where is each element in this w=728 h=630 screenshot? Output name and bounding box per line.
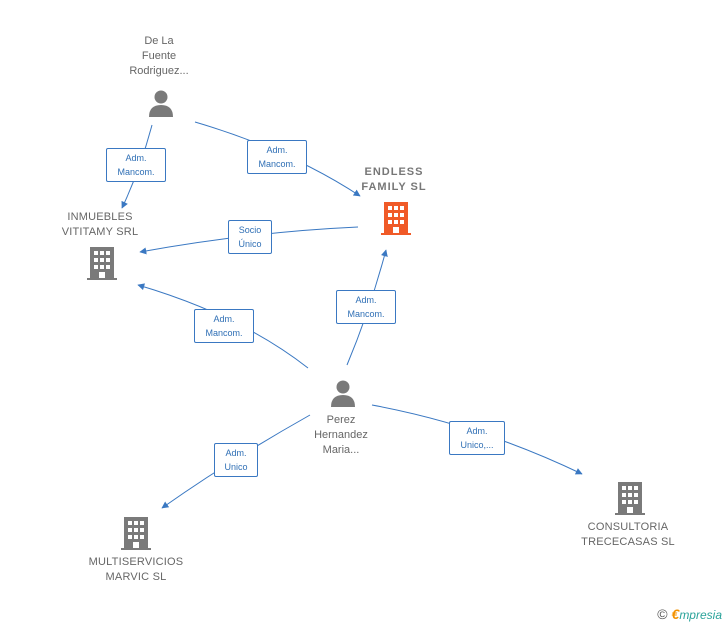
node-label-consultoria-trececasas[interactable]: CONSULTORIA TRECECASAS SL — [581, 521, 675, 548]
edge-label-perez-multiservicios[interactable]: Adm. Unico — [214, 443, 258, 477]
edge-label-de-la-fuente-inmuebles[interactable]: Adm. Mancom. — [106, 148, 166, 182]
node-label-de-la-fuente[interactable]: De La Fuente Rodriguez... — [129, 35, 189, 77]
node-label-endless-family[interactable]: ENDLESS FAMILY SL — [361, 166, 427, 193]
edge-label-endless-inmuebles[interactable]: Socio Único — [228, 220, 272, 254]
building-icon[interactable] — [380, 200, 412, 236]
empresia-logo: €mpresia — [672, 606, 722, 622]
edge-label-perez-inmuebles[interactable]: Adm. Mancom. — [194, 309, 254, 343]
node-label-inmuebles-vititamy[interactable]: INMUEBLES VITITAMY SRL — [61, 211, 139, 238]
building-icon[interactable] — [120, 515, 152, 551]
person-icon[interactable] — [146, 88, 176, 118]
empresia-logo-text: mpresia — [679, 608, 722, 622]
empresia-logo-e: € — [671, 606, 680, 622]
node-label-perez-hernandez[interactable]: Perez Hernandez Maria... — [314, 414, 368, 456]
edge-label-perez-endless[interactable]: Adm. Mancom. — [336, 290, 396, 324]
building-icon[interactable] — [86, 245, 118, 281]
node-label-multiservicios-marvic[interactable]: MULTISERVICIOS MARVIC SL — [88, 556, 184, 583]
empresia-brand: © €mpresia — [657, 606, 722, 622]
building-icon[interactable] — [614, 480, 646, 516]
edge-label-perez-consultoria[interactable]: Adm. Unico,... — [449, 421, 505, 455]
copyright-icon: © — [657, 606, 668, 622]
person-icon[interactable] — [328, 378, 358, 408]
edge-label-de-la-fuente-endless[interactable]: Adm. Mancom. — [247, 140, 307, 174]
